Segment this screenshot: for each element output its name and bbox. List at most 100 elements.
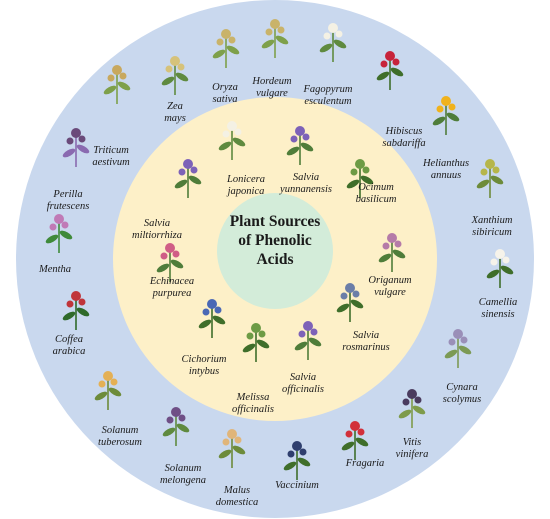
- species-text: arabica: [52, 346, 86, 357]
- genus-text: Xanthium: [471, 215, 513, 226]
- species-text: rosmarinus: [342, 342, 390, 353]
- hibiscus-sabdariffa-red-flower-icon: [376, 51, 404, 90]
- genus-text: Solanum: [101, 425, 139, 436]
- lonicera-japonica-white-flower-icon: [218, 121, 246, 160]
- genus-text: Salvia: [292, 172, 320, 183]
- cichorium-intybus-blue-flower-icon: [198, 299, 226, 338]
- genus-text: Vitis: [402, 437, 422, 448]
- oryza-sativa-grain-icon: [212, 29, 240, 68]
- genus-text: Salvia: [289, 372, 317, 383]
- genus-text: Lonicera: [227, 174, 265, 185]
- species-text: basilicum: [355, 194, 397, 205]
- species-text: melongena: [159, 475, 207, 486]
- plant-label-fragaria: Fragaria: [346, 458, 385, 470]
- species-text: vulgare: [374, 287, 406, 298]
- echinacea-purpurea-coneflower-icon: [156, 243, 184, 282]
- fragaria-strawberry-icon: [341, 421, 369, 460]
- coffea-arabica-coffee-icon: [62, 291, 90, 330]
- title-line-3: Acids: [256, 251, 294, 268]
- title-line-1: Plant Sources: [229, 213, 321, 230]
- genus-text: Helianthus: [422, 158, 470, 169]
- genus-text: Cichorium: [181, 354, 227, 365]
- genus-text: Triticum: [93, 145, 129, 156]
- species-text: sibiricum: [472, 227, 512, 238]
- species-text: officinalis: [232, 404, 274, 415]
- solanum-tuberosum-potato-icon: [94, 371, 122, 410]
- perilla-frutescens-purple-leaf-icon: [62, 128, 90, 167]
- species-text: tuberosum: [98, 437, 142, 448]
- genus-text: Ocimum: [358, 182, 394, 193]
- plant-illustrations: [45, 19, 514, 480]
- species-text: esculentum: [304, 96, 352, 107]
- title-line-2: of Phenolic: [238, 232, 312, 249]
- center-circle: [217, 193, 333, 309]
- genus-text: Echinacea: [149, 276, 195, 287]
- genus-text: Coffea: [54, 334, 83, 345]
- zea-mays-corn-icon: [161, 56, 189, 95]
- ocimum-basilicum-green-leaf-icon: [346, 159, 374, 198]
- genus-text: Salvia: [352, 330, 380, 341]
- species-text: japonica: [227, 186, 265, 197]
- salvia-yunnanensis-purple-spike-icon: [286, 126, 314, 165]
- species-text: frutescens: [46, 201, 90, 212]
- cynara-scolymus-artichoke-icon: [444, 329, 472, 368]
- species-text: sinensis: [481, 309, 515, 320]
- genus-text: Hordeum: [252, 76, 292, 87]
- helianthus-annuus-sunflower-icon: [432, 96, 460, 135]
- salvia-rosmarinus-needle-herb-icon: [336, 283, 364, 322]
- genus-text: Solanum: [164, 463, 202, 474]
- genus-text: Malus: [223, 485, 251, 496]
- species-text: aestivum: [92, 157, 130, 168]
- species-text: sabdariffa: [382, 138, 426, 149]
- salvia-officinalis-purple-spike-icon: [294, 321, 322, 360]
- species-text: vulgare: [256, 88, 288, 99]
- hordeum-vulgare-grain-icon: [261, 19, 289, 58]
- vitis-vinifera-grape-icon: [398, 389, 426, 428]
- solanum-melongena-eggplant-icon: [162, 407, 190, 446]
- genus-text: Perilla: [53, 189, 83, 200]
- species-text: purpurea: [152, 288, 192, 299]
- salvia-miltiorrhiza-purple-spike-icon: [174, 159, 202, 198]
- fagopyrum-esculentum-white-flower-icon: [319, 23, 347, 62]
- genus-text: Fagopyrum: [303, 84, 353, 95]
- species-text: annuus: [430, 170, 462, 181]
- malus-domestica-apple-icon: [218, 429, 246, 468]
- species-text: miltiorrhiza: [132, 230, 182, 241]
- xanthium-sibiricum-bur-icon: [476, 159, 504, 198]
- genus-text: Mentha: [38, 264, 72, 275]
- camellia-sinensis-tea-leaf-icon: [486, 249, 514, 288]
- vaccinium-blueberry-icon: [283, 441, 311, 480]
- species-text: scolymus: [442, 394, 482, 405]
- species-text: intybus: [188, 366, 220, 377]
- genus-text: Vaccinium: [275, 480, 319, 491]
- species-text: officinalis: [282, 384, 324, 395]
- species-text: yunnanensis: [280, 184, 332, 195]
- genus-text: Oryza: [212, 82, 238, 93]
- genus-text: Origanum: [368, 275, 412, 286]
- genus-text: Hibiscus: [385, 126, 423, 137]
- melissa-officinalis-green-leaf-icon: [242, 323, 270, 362]
- genus-text: Camellia: [478, 297, 518, 308]
- genus-text: Melissa: [236, 392, 270, 403]
